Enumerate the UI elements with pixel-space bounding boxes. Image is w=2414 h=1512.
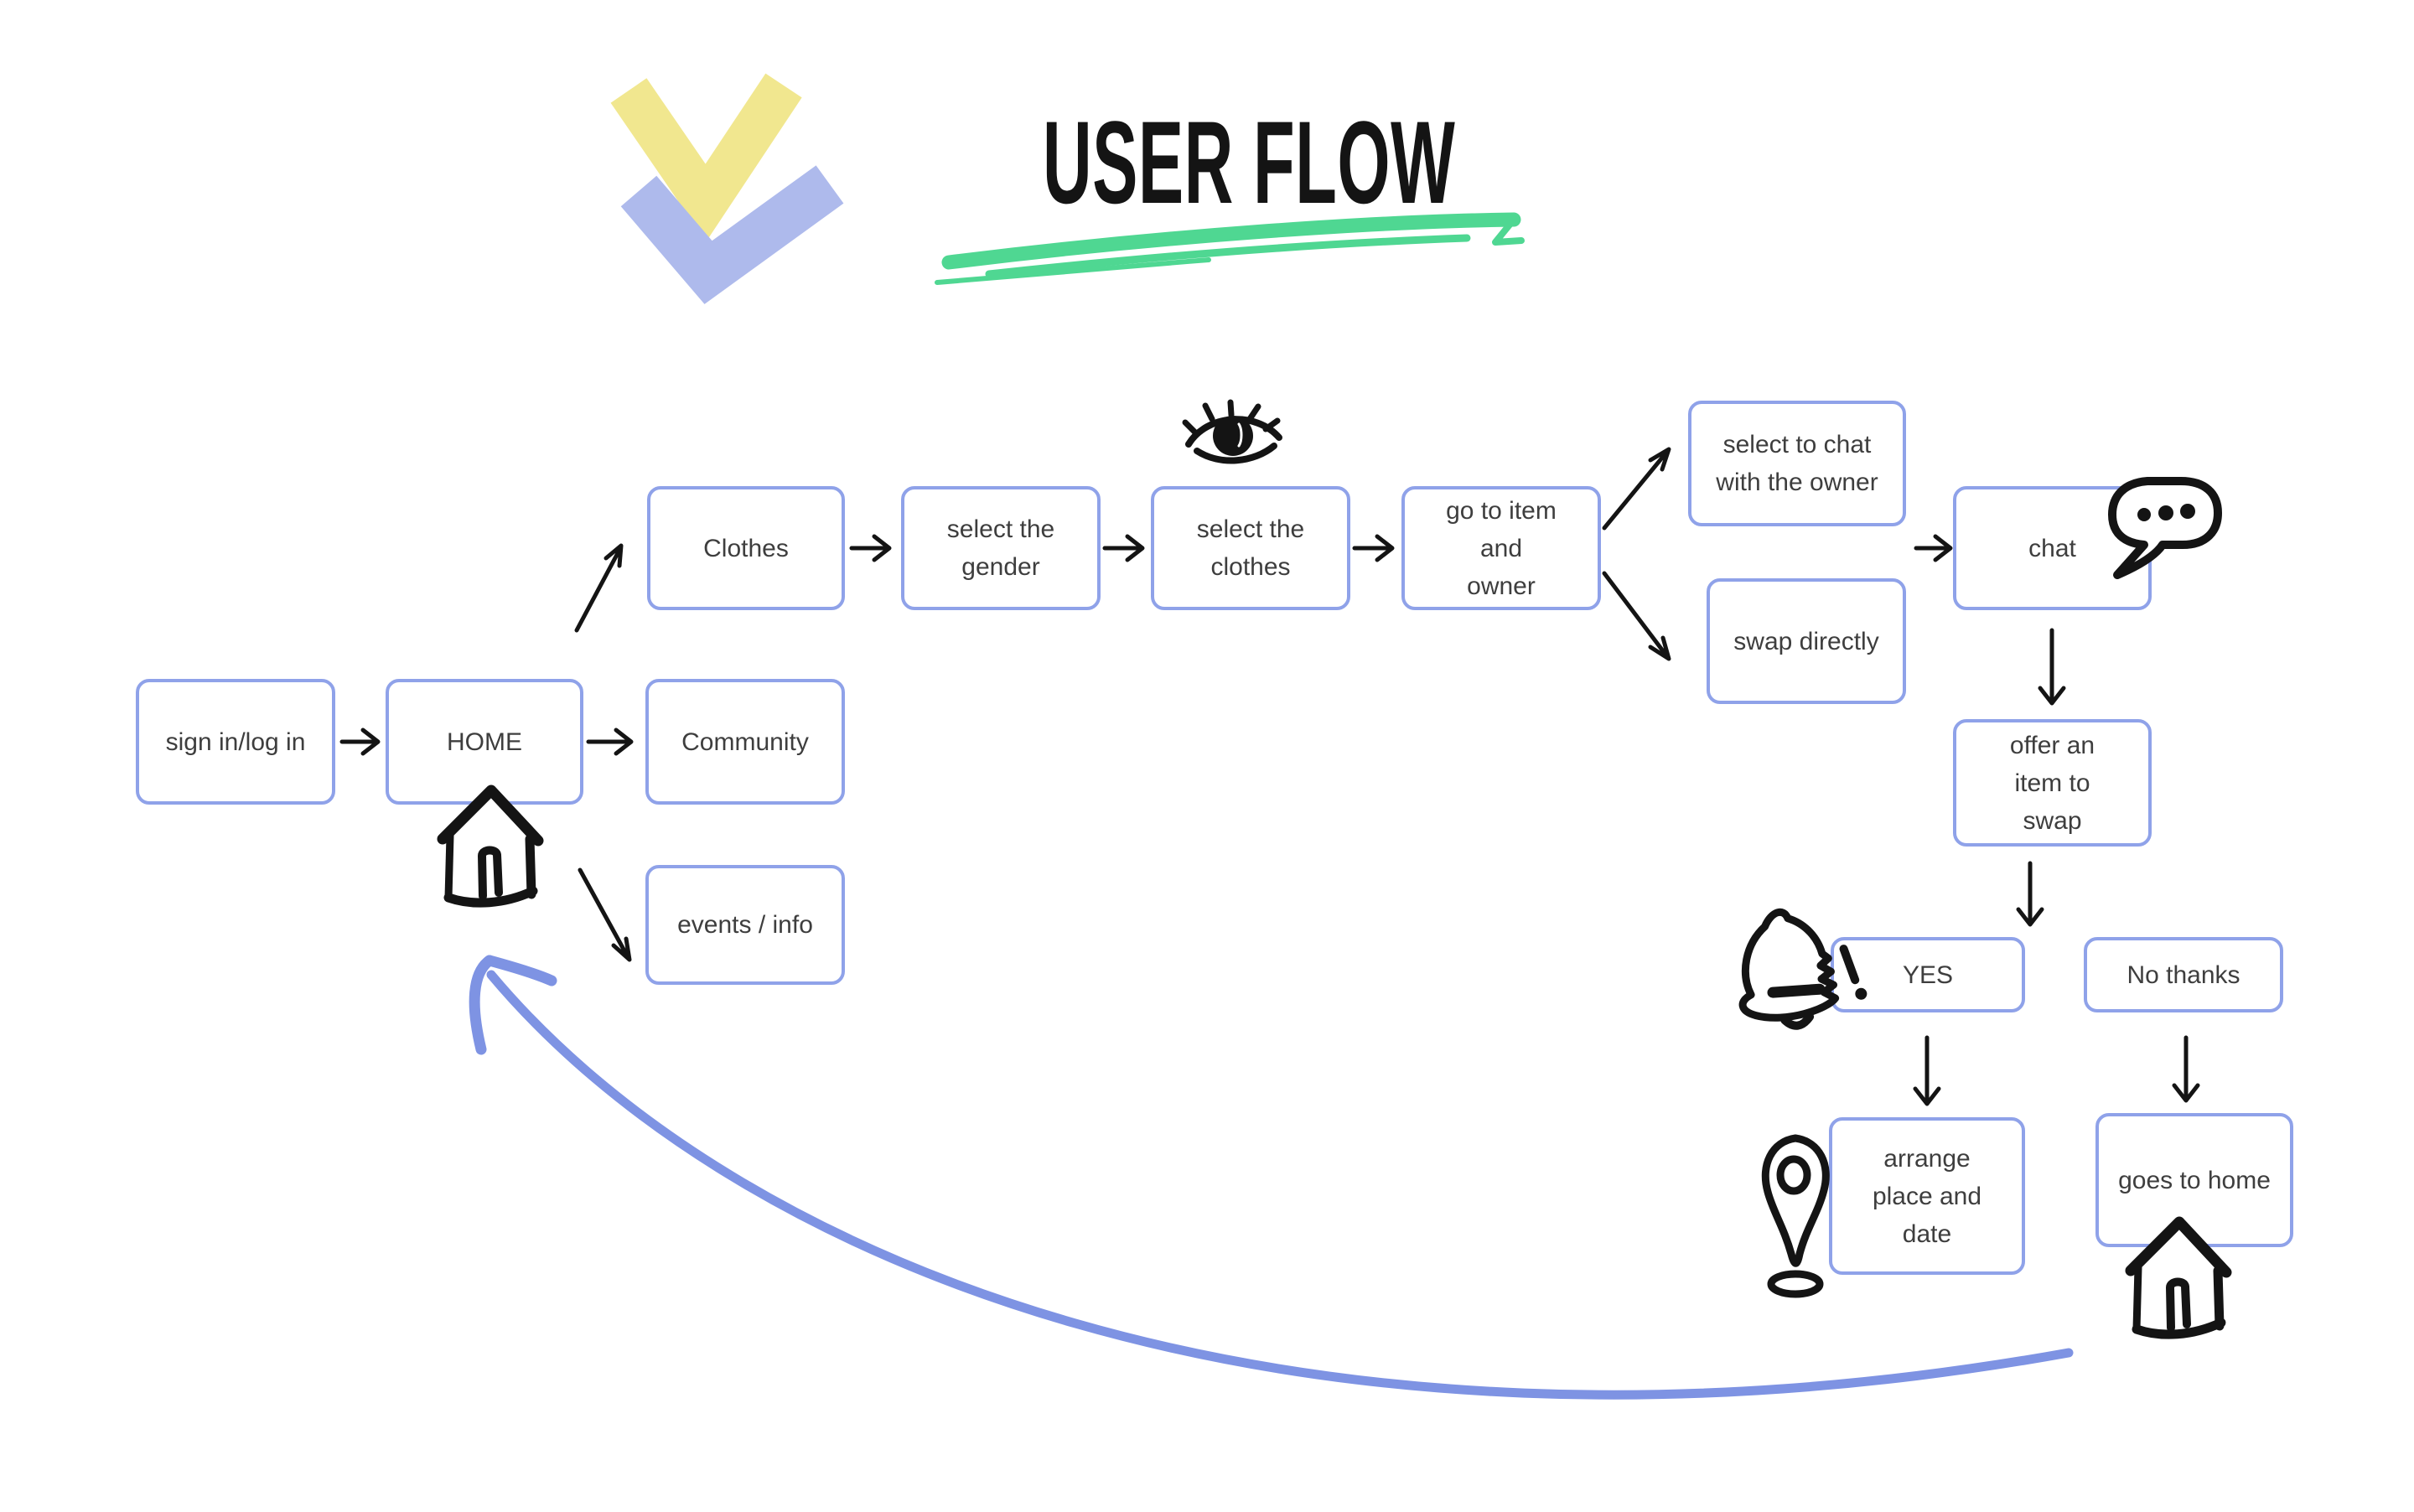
node-select-clothes-label: select the clothes (1196, 515, 1305, 581)
node-clothes-label: Clothes (703, 534, 789, 562)
arrow-nothanks-goeshome (2172, 1035, 2200, 1103)
node-yes[interactable]: YES (1831, 937, 2025, 1012)
node-clothes[interactable]: Clothes (647, 486, 845, 610)
arrow-chat-offer (2038, 628, 2066, 706)
node-sign-in[interactable]: sign in/log in (136, 679, 335, 805)
arrow-branches-chat (1914, 534, 1953, 562)
node-chat-label: chat (2028, 534, 2076, 562)
arrow-home-clothes (574, 543, 624, 633)
node-select-clothes[interactable]: select the clothes (1151, 486, 1350, 610)
node-home[interactable]: HOME (386, 679, 583, 805)
arrow-signin-home (339, 728, 381, 756)
node-goes-home[interactable]: goes to home (2095, 1113, 2293, 1247)
node-swap-directly-label: swap directly (1733, 627, 1879, 655)
node-select-chat[interactable]: select to chat with the owner (1688, 401, 1906, 526)
node-go-to-item[interactable]: go to item and owner (1401, 486, 1601, 610)
node-select-chat-label: select to chat with the owner (1716, 431, 1878, 496)
node-sign-in-label: sign in/log in (165, 728, 306, 756)
arrow-clothes-gender (849, 534, 892, 562)
page-title: USER FLOW (1043, 96, 1456, 228)
node-arrange-label: arrange place and date (1872, 1144, 1982, 1248)
arrow-home-community (586, 728, 634, 756)
arrow-yes-arrange (1913, 1035, 1941, 1106)
node-offer-item[interactable]: offer an item to swap (1953, 719, 2152, 847)
node-home-label: HOME (447, 728, 522, 756)
node-community[interactable]: Community (645, 679, 845, 805)
arrow-gender-selectclothes (1102, 534, 1145, 562)
node-events-info-label: events / info (677, 911, 813, 939)
arrow-item-selectchat (1602, 447, 1671, 531)
arrow-home-events (578, 867, 632, 962)
node-select-gender-label: select the gender (946, 515, 1055, 581)
arrow-item-swap (1602, 571, 1671, 661)
node-events-info[interactable]: events / info (645, 865, 845, 985)
home-icon (437, 784, 544, 908)
node-chat[interactable]: chat (1953, 486, 2152, 610)
node-select-gender[interactable]: select the gender (901, 486, 1101, 610)
eye-icon (1182, 399, 1282, 464)
node-no-thanks[interactable]: No thanks (2084, 937, 2283, 1012)
double-chevron-logo-icon (610, 73, 844, 304)
arrow-selectclothes-item (1352, 534, 1395, 562)
node-goes-home-label: goes to home (2118, 1166, 2271, 1194)
location-pin-icon (1761, 1134, 1830, 1298)
node-go-to-item-label: go to item and owner (1446, 496, 1557, 600)
node-yes-label: YES (1902, 961, 1954, 989)
node-community-label: Community (681, 728, 809, 756)
arrow-offer-decision (2016, 861, 2044, 927)
node-offer-item-label: offer an item to swap (2009, 731, 2095, 835)
node-no-thanks-label: No thanks (2126, 961, 2240, 989)
node-swap-directly[interactable]: swap directly (1707, 578, 1906, 704)
node-arrange[interactable]: arrange place and date (1829, 1117, 2025, 1275)
